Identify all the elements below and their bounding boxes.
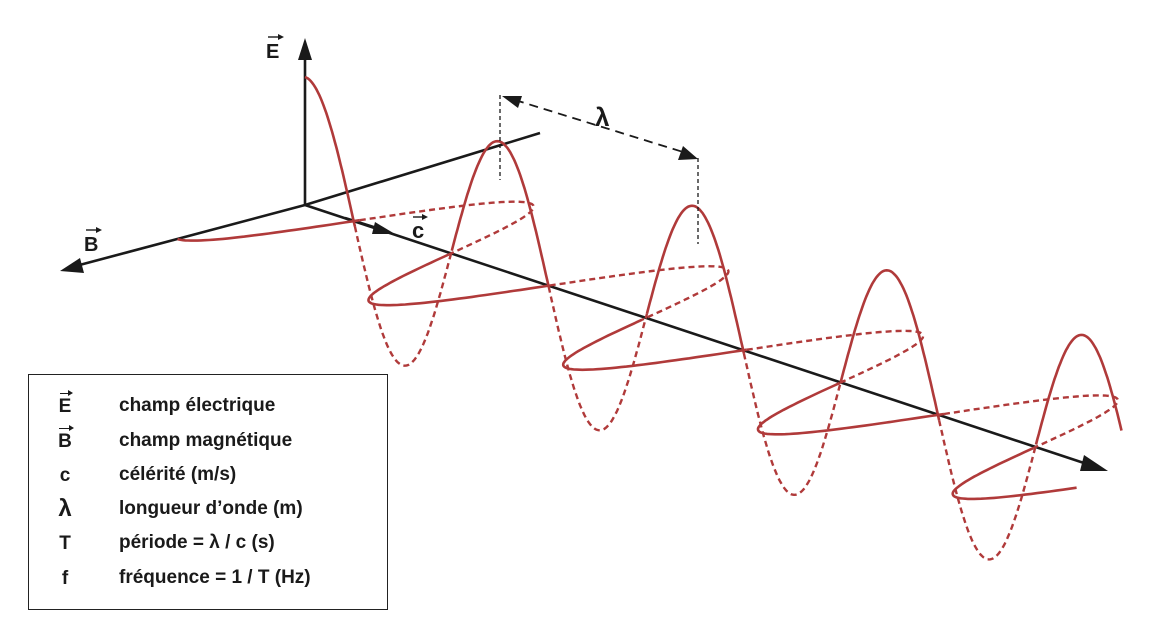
- electric-wave-upper-segment: [450, 139, 550, 288]
- c-arrow-arrowhead: [372, 222, 395, 234]
- b-axis-arrowhead: [60, 258, 84, 273]
- e-axis-arrowhead: [298, 38, 312, 60]
- b-axis: [71, 203, 306, 269]
- magnetic-wave-front-segment: [951, 447, 1077, 501]
- legend-description: longueur d’onde (m): [119, 498, 303, 519]
- propagation-axis-arrowhead: [1080, 455, 1108, 471]
- back-axis: [304, 131, 541, 207]
- legend-symbol: B: [58, 424, 74, 452]
- magnetic-wave-back-segment: [943, 394, 1120, 450]
- legend-symbol: c: [59, 464, 71, 486]
- electric-wave-lower-segment: [742, 353, 842, 496]
- e-axis-label: E: [266, 41, 279, 63]
- wavelength-arrowhead-right: [678, 146, 698, 160]
- legend-symbol: T: [59, 532, 71, 554]
- legend-symbol: λ: [58, 495, 72, 522]
- electric-wave-upper-segment: [304, 75, 357, 227]
- magnetic-wave-back-segment: [359, 200, 535, 256]
- electric-wave-lower-segment: [353, 226, 453, 367]
- propagation-label: c: [412, 218, 424, 243]
- electric-wave-upper-segment: [645, 204, 746, 354]
- propagation-label-vector-arrow: [413, 214, 428, 220]
- legend-symbol: f: [61, 567, 69, 589]
- electric-wave-upper-segment: [839, 268, 941, 421]
- electric-wave-upper-segment: [1034, 333, 1123, 445]
- wavelength-arrowhead-left: [502, 96, 522, 108]
- b-axis-label: B: [84, 234, 98, 256]
- legend-symbol: E: [58, 389, 73, 417]
- legend-item: c célérité (m/s): [29, 460, 387, 490]
- electric-wave-lower-segment: [547, 286, 649, 432]
- legend-item: λ longueur d’onde (m): [29, 494, 387, 524]
- legend-description: célérité (m/s): [119, 464, 237, 485]
- magnetic-wave-front-segment: [177, 218, 360, 242]
- electric-field-wave: [304, 75, 1123, 561]
- legend-description: fréquence = 1 / T (Hz): [119, 567, 311, 588]
- magnetic-wave-back-segment: [746, 329, 925, 384]
- b-axis-label-vector-arrow: [86, 227, 102, 233]
- electric-wave-lower-segment: [937, 419, 1038, 561]
- e-axis-label-vector-arrow: [268, 34, 284, 40]
- magnetic-wave-front-segment: [561, 318, 747, 372]
- magnetic-wave-back-segment: [549, 264, 730, 321]
- wavelength-label: λ: [595, 102, 610, 132]
- legend-description: période = λ / c (s): [119, 532, 275, 553]
- legend-description: champ électrique: [119, 395, 276, 416]
- legend-item: f fréquence = 1 / T (Hz): [29, 563, 387, 593]
- magnetic-wave-front-segment: [367, 253, 550, 307]
- legend-description: champ magnétique: [119, 430, 293, 451]
- propagation-axis: [304, 203, 1091, 467]
